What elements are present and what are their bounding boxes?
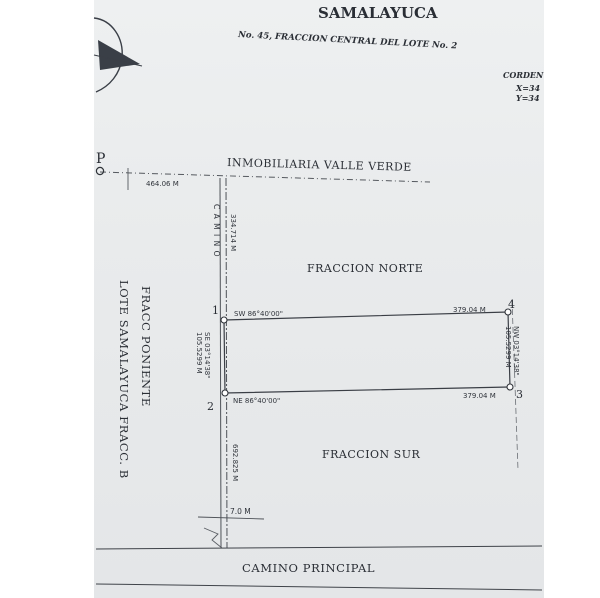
- east-boundary-line: [511, 299, 519, 471]
- edge-1-4-length: 379.04 M: [453, 306, 486, 314]
- coordinate-y: Y=34: [516, 93, 540, 103]
- edge-glare-right: [552, 250, 582, 474]
- road-width-dimension: [197, 516, 265, 520]
- vertex-2-marker: [221, 389, 229, 397]
- edge-4-3-length: 105.5299 M: [504, 326, 512, 368]
- road-vertical-label: C A M I N O: [212, 204, 221, 257]
- plan-sheet: [94, 0, 546, 598]
- edge-1-4-bearing: SW 86°40'00": [234, 310, 283, 318]
- vertex-4-label: 4: [508, 298, 515, 311]
- edge-4-3-bearing: NW 03°14'38": [512, 326, 520, 376]
- edge-glare-left: [58, 174, 87, 420]
- road-width-measure: 7.0 M: [230, 507, 251, 516]
- main-road-label: CAMINO PRINCIPAL: [242, 561, 375, 575]
- parcel-boundary: [223, 311, 511, 394]
- header-title: SAMALAYUCA: [318, 4, 438, 22]
- road-line-west: [219, 177, 222, 549]
- main-road-north-edge: [95, 545, 543, 550]
- coordinate-x: X=34: [515, 83, 540, 93]
- edge-2-3-bearing: NE 86°40'00": [233, 397, 280, 405]
- road-lower-measure: 692.825 M: [231, 444, 239, 481]
- road-line-east: [225, 177, 228, 549]
- point-p-marker: [95, 166, 105, 176]
- vertex-2-label: 2: [207, 400, 214, 413]
- fraccion-sur-label: FRACCION SUR: [322, 448, 420, 461]
- coordinates-label: CORDEN: [503, 70, 544, 80]
- edge-1-2-length: 105.5299 M: [195, 332, 203, 374]
- vertex-3-label: 3: [516, 388, 523, 401]
- vertex-3-marker: [506, 383, 514, 391]
- north-arrow-icon: [93, 17, 143, 93]
- west-neighbor-line1: FRACC PONIENTE: [139, 286, 153, 407]
- vertex-1-label: 1: [212, 304, 219, 317]
- edge-1-2-bearing: SE 03°14'38": [203, 332, 211, 378]
- road-break-mark: [203, 527, 223, 549]
- vertex-1-marker: [220, 316, 228, 324]
- main-road-south-edge: [95, 583, 543, 591]
- header-subtitle: No. 45, FRACCION CENTRAL DEL LOTE No. 2: [237, 30, 458, 52]
- west-neighbor-line2: LOTE SAMALAYUCA FRACC. B: [117, 280, 131, 479]
- top-left-measure: 464.06 M: [146, 180, 179, 188]
- edge-2-3-length: 379.04 M: [463, 392, 496, 400]
- north-boundary-line: [99, 171, 431, 183]
- point-p-label: P: [96, 151, 105, 167]
- fraccion-norte-label: FRACCION NORTE: [307, 262, 423, 275]
- north-neighbor-label: INMOBILIARIA VALLE VERDE: [227, 156, 412, 174]
- vertex-4-marker: [504, 308, 512, 316]
- road-upper-measure: 334.714 M: [229, 214, 237, 251]
